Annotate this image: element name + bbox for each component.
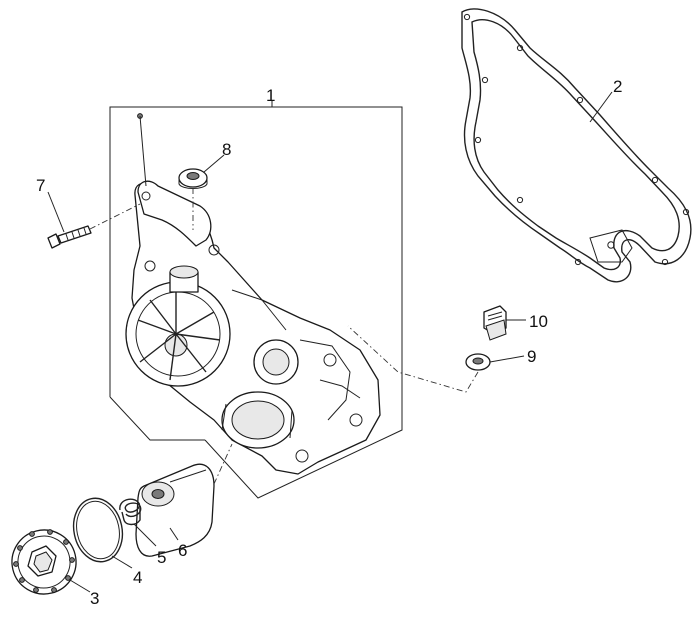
filter-cap-icon xyxy=(11,529,77,595)
callout-7: 7 xyxy=(36,176,45,195)
spring-icon xyxy=(119,498,142,526)
drain-plug-icon xyxy=(483,305,507,341)
callout-10: 10 xyxy=(529,312,548,331)
washer-icon xyxy=(465,353,491,371)
oil-seal-icon xyxy=(178,168,208,189)
callout-labels: 1 2 3 4 5 6 7 8 9 10 xyxy=(36,77,622,608)
callout-5: 5 xyxy=(157,548,166,567)
leader-lines xyxy=(47,91,613,593)
callout-3: 3 xyxy=(90,589,99,608)
o-ring-icon xyxy=(72,497,124,563)
cover-gasket-icon xyxy=(461,8,692,283)
callout-2: 2 xyxy=(613,77,622,96)
cover-ribs xyxy=(137,290,221,381)
cap-knurls xyxy=(13,529,75,593)
callout-9: 9 xyxy=(527,347,536,366)
assembly-bracket xyxy=(109,101,403,499)
callout-1: 1 xyxy=(266,86,275,105)
bolt-axis xyxy=(89,203,141,230)
engine-side-cover-icon xyxy=(125,113,381,475)
callout-4: 4 xyxy=(133,568,142,587)
callout-6: 6 xyxy=(178,541,187,560)
filter-axis xyxy=(213,443,233,485)
oil-filter-icon xyxy=(135,463,215,557)
bolt-icon xyxy=(47,225,92,249)
callout-8: 8 xyxy=(222,140,231,159)
plug-axis xyxy=(347,325,479,393)
